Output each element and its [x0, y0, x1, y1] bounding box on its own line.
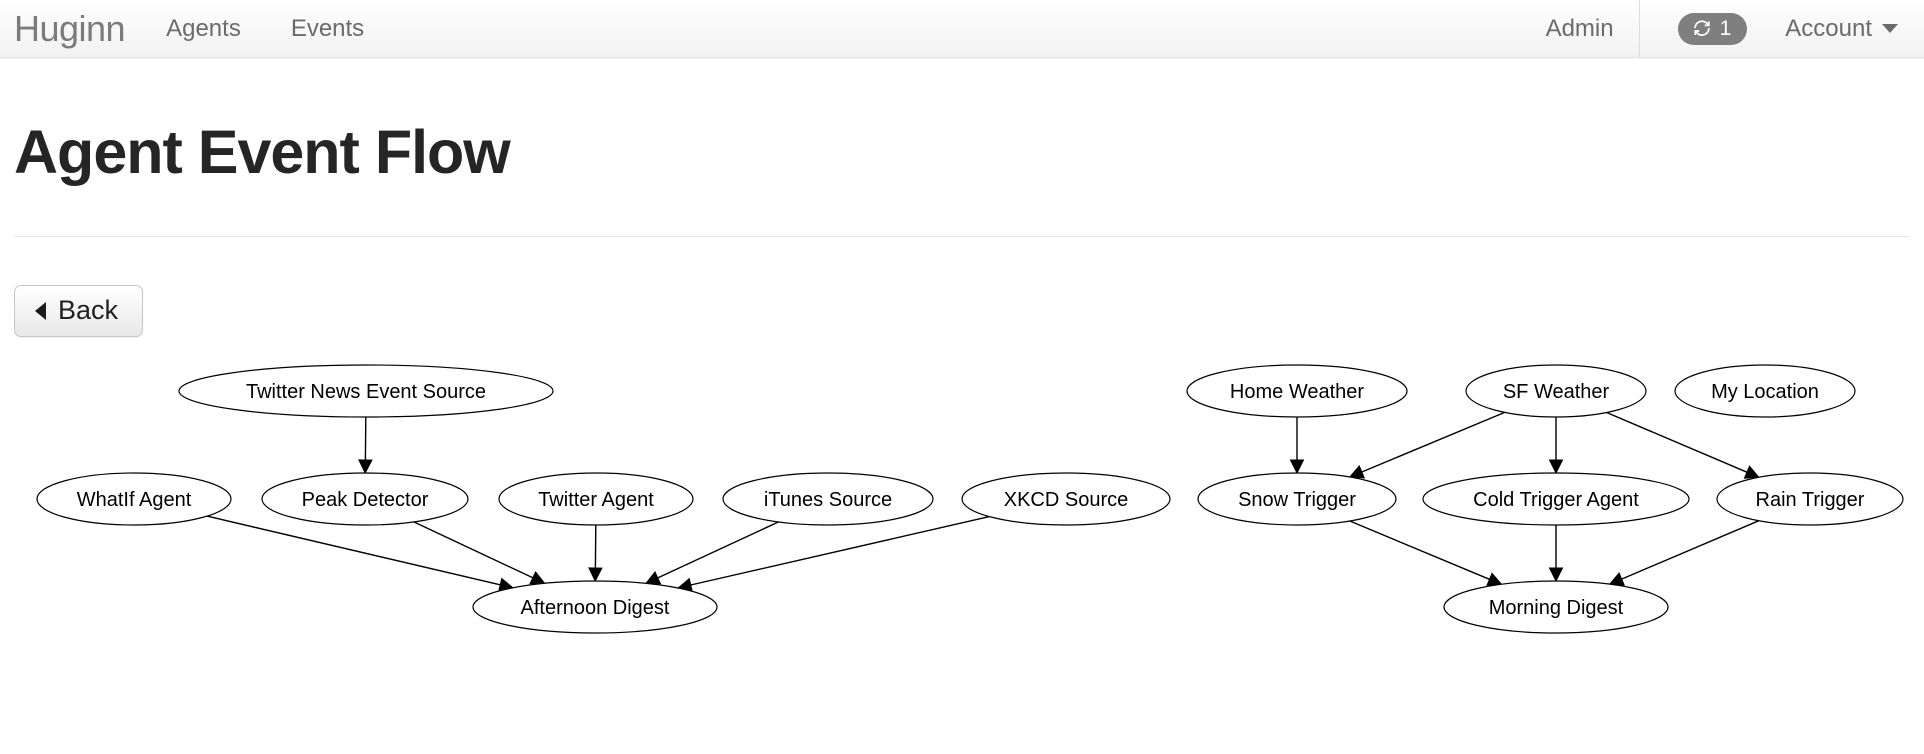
nav-item-agents[interactable]: Agents [166, 14, 241, 42]
title-divider [14, 236, 1910, 238]
graph-edge-arrowhead [1548, 567, 1564, 583]
graph-edge-arrowhead [1348, 465, 1366, 479]
graph-node[interactable]: XKCD Source [961, 472, 1171, 526]
navbar: Huginn Agents Events Admin 1 Account [0, 0, 1924, 58]
graph-node-label: Cold Trigger Agent [1473, 489, 1639, 511]
navbar-left-section: Huginn Agents Events [0, 0, 389, 57]
worker-status-cell: 1 [1640, 0, 1786, 57]
graph-edge [690, 515, 990, 586]
graph-node[interactable]: Cold Trigger Agent [1422, 472, 1690, 526]
worker-status-badge[interactable]: 1 [1677, 12, 1748, 45]
graph-edge-arrowhead [358, 459, 373, 475]
graph-edge-arrowhead [1743, 465, 1760, 479]
graph-edge [206, 515, 501, 586]
graph-node-shape [1465, 364, 1647, 418]
graph-edge-arrowhead [1548, 459, 1564, 475]
graph-node-label: WhatIf Agent [77, 489, 192, 511]
graph-node-shape [472, 580, 718, 634]
graph-edge [1621, 520, 1760, 580]
graph-edge [1349, 520, 1490, 580]
graph-node[interactable]: My Location [1674, 364, 1856, 418]
graph-node-label: Snow Trigger [1238, 489, 1356, 511]
graph-edge [657, 521, 779, 579]
graph-node[interactable]: Twitter Agent [498, 472, 694, 526]
graph-node-shape [1186, 364, 1408, 418]
graph-node-label: Rain Trigger [1756, 489, 1865, 511]
account-dropdown[interactable]: Account [1785, 0, 1924, 57]
graph-edge-arrowhead [1608, 572, 1625, 586]
graph-node-label: Twitter Agent [538, 489, 654, 511]
worker-status-count: 1 [1719, 17, 1732, 40]
graph-node-label: SF Weather [1503, 381, 1610, 403]
page-container: Agent Event Flow Back Twitter News Event… [0, 120, 1924, 649]
graph-node-label: Afternoon Digest [521, 597, 670, 619]
graph-node-label: XKCD Source [1004, 489, 1129, 511]
graph-edge [1606, 411, 1748, 473]
graph-edge [413, 521, 534, 579]
graph-edge [1361, 411, 1505, 473]
graph-node[interactable]: Morning Digest [1443, 580, 1669, 634]
graph-node-label: Home Weather [1230, 381, 1364, 403]
back-button[interactable]: Back [14, 285, 144, 338]
graph-node[interactable]: Afternoon Digest [472, 580, 718, 634]
graph-node[interactable]: WhatIf Agent [36, 472, 232, 526]
graph-node[interactable]: Home Weather [1186, 364, 1408, 418]
graph-edge-arrowhead [1486, 572, 1503, 586]
graph-node[interactable]: Peak Detector [261, 472, 469, 526]
graph-edge-arrowhead [588, 567, 603, 583]
graph-node-label: Twitter News Event Source [246, 381, 486, 403]
graph-node-shape [1443, 580, 1669, 634]
graph-edge-arrowhead [1289, 459, 1305, 475]
graph-node-shape [36, 472, 232, 526]
graph-node[interactable]: Snow Trigger [1197, 472, 1397, 526]
page-title: Agent Event Flow [14, 118, 511, 186]
nav-item-admin[interactable]: Admin [1545, 14, 1614, 42]
graph-node-label: Peak Detector [302, 489, 429, 511]
graph-node-shape [1422, 472, 1690, 526]
navbar-right-section: Admin 1 Account [1521, 0, 1924, 57]
graph-edges-layer [206, 411, 1760, 593]
graph-node-shape [178, 364, 554, 418]
graph-node-shape [722, 472, 934, 526]
account-label: Account [1785, 14, 1872, 42]
graph-node-label: My Location [1711, 381, 1819, 403]
graph-node-shape [1716, 472, 1904, 526]
refresh-icon [1691, 18, 1713, 40]
graph-node[interactable]: Twitter News Event Source [178, 364, 554, 418]
graph-node[interactable]: iTunes Source [722, 472, 934, 526]
navbar-divider [1638, 0, 1640, 57]
graph-node-shape [1197, 472, 1397, 526]
graph-node-label: iTunes Source [764, 489, 892, 511]
chevron-left-icon [35, 301, 46, 320]
chevron-down-icon [1882, 24, 1898, 33]
graph-node-label: Morning Digest [1489, 597, 1624, 619]
graph-node-shape [261, 472, 469, 526]
graph-node-shape [498, 472, 694, 526]
graph-node[interactable]: SF Weather [1465, 364, 1647, 418]
graph-node[interactable]: Rain Trigger [1716, 472, 1904, 526]
graph-node-shape [1674, 364, 1856, 418]
nav-item-events[interactable]: Events [290, 14, 365, 42]
graph-node-shape [961, 472, 1171, 526]
brand-logo[interactable]: Huginn [14, 7, 126, 49]
back-button-label: Back [58, 295, 119, 326]
